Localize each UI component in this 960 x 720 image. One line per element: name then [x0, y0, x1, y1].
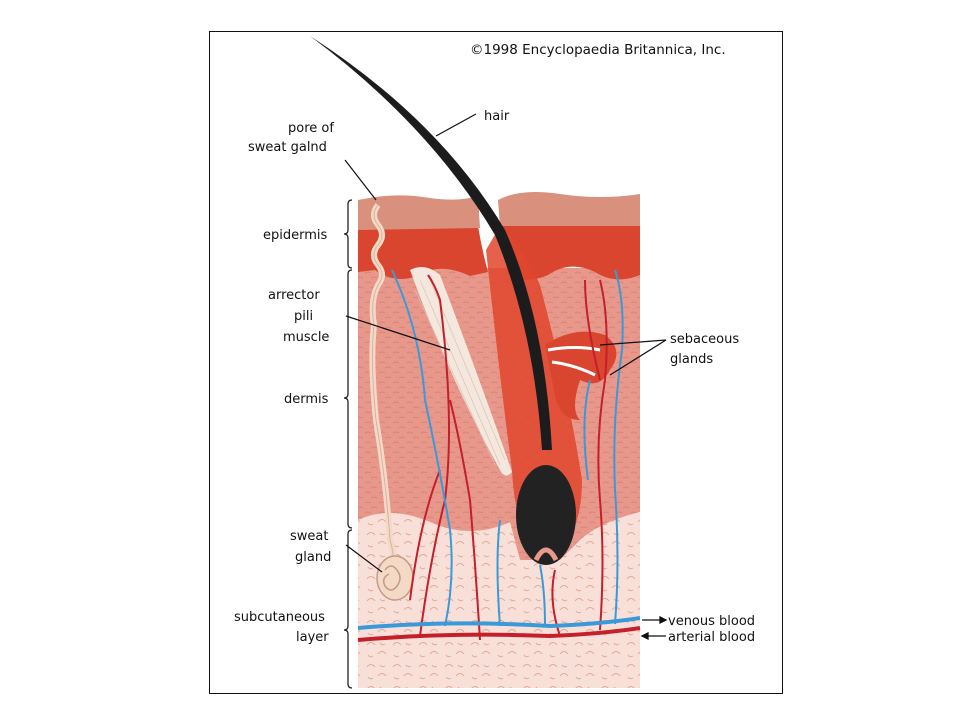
veins: [357, 269, 641, 630]
arrector-label-line2: pili: [294, 309, 313, 324]
pore-label-line1: pore of: [288, 121, 334, 136]
sebaceous-gland: [545, 331, 617, 420]
hair-label: hair: [484, 109, 510, 124]
sweat-gland-label-line2: gland: [295, 550, 331, 565]
layer-brackets: [343, 199, 353, 689]
pore-label-line2: sweat galnd: [248, 140, 327, 155]
arrector-label-line1: arrector: [268, 288, 320, 303]
sweat-gland-label-line1: sweat: [290, 529, 328, 544]
sebaceous-leader-2: [609, 339, 667, 376]
arrector-pili-muscle: [410, 266, 512, 476]
dermis-label: dermis: [284, 392, 329, 407]
hair-bulb: [516, 465, 576, 565]
subcutaneous-label-line2: layer: [296, 630, 329, 645]
epidermis-bracket: [343, 199, 353, 269]
hair-shaft: [310, 36, 552, 450]
epidermis-base: [358, 226, 488, 279]
epidermis-base-right: [500, 224, 640, 280]
subcutaneous-bracket: [343, 529, 353, 689]
leader-lines: [344, 113, 667, 573]
sebaceous-label-line1: sebaceous: [670, 332, 739, 347]
arrector-label-line3: muscle: [283, 330, 329, 345]
arterial-blood-label: arterial blood: [668, 630, 755, 645]
arteries: [357, 274, 641, 642]
sweat-gland-leader: [345, 544, 383, 573]
sweat-gland-coil: [376, 555, 414, 601]
sebaceous-label-line2: glands: [670, 352, 713, 367]
epidermis-top: [358, 195, 480, 230]
copyright-notice: ©1998 Encyclopaedia Britannica, Inc.: [470, 42, 726, 58]
subcutaneous-label-line1: subcutaneous: [234, 610, 325, 625]
arrector-leader: [345, 315, 451, 351]
epidermis-top-right: [498, 192, 640, 226]
venous-blood-label: venous blood: [668, 614, 755, 629]
sebaceous-leader-1: [599, 339, 667, 346]
pore-leader: [344, 159, 377, 201]
skin-block: [310, 36, 641, 688]
blood-arrows: [640, 615, 668, 641]
epidermis-label: epidermis: [263, 228, 328, 243]
dermis-bracket: [343, 269, 353, 529]
hair-leader: [435, 113, 477, 137]
